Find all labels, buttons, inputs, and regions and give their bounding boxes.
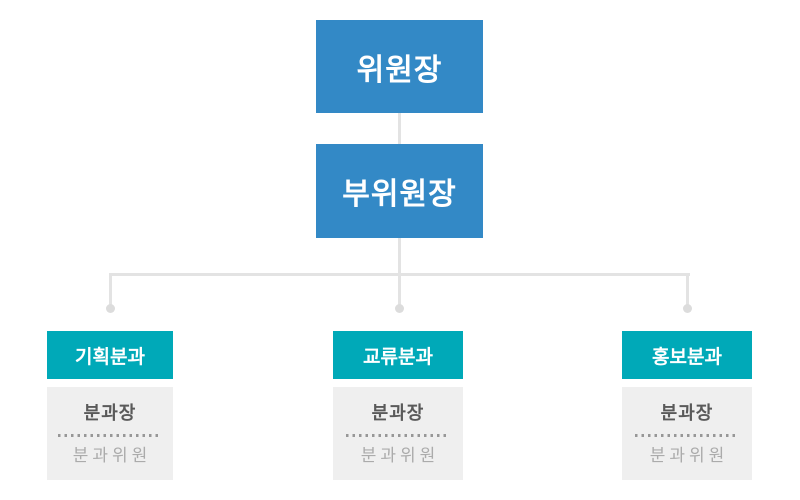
connector-endpoint-dot-right [683,304,692,313]
connector-center-stem [398,238,401,307]
branch-title-planning: 기획분과 [47,331,173,379]
vice-chairman-node: 부위원장 [316,144,483,238]
connector-endpoint-dot-left [106,304,115,313]
connector-drop-right [686,273,689,307]
chairman-label: 위원장 [356,53,443,87]
branch-member-label: 분과위원 [360,445,440,465]
connector-endpoint-dot-center [395,304,404,313]
connector-drop-left [109,273,112,307]
dotted-divider [635,433,739,437]
branch-member-label: 분과위원 [72,445,152,465]
vice-chairman-label: 부위원장 [342,178,457,211]
branch-head-label: 분과장 [660,402,714,423]
branch-member-label: 분과위원 [649,445,729,465]
branch-head-label: 분과장 [371,402,425,423]
dotted-divider [58,433,162,437]
dotted-divider [346,433,450,437]
branch-body-publicity: 분과장 분과위원 [622,387,752,480]
branch-node-exchange: 교류분과 분과장 분과위원 [333,331,463,480]
branch-body-planning: 분과장 분과위원 [47,387,173,480]
branch-body-exchange: 분과장 분과위원 [333,387,463,480]
chairman-node: 위원장 [316,20,483,113]
connector-horizontal-bar [109,273,690,276]
branch-title-publicity: 홍보분과 [622,331,752,379]
branch-title-exchange: 교류분과 [333,331,463,379]
branch-head-label: 분과장 [83,402,137,423]
connector-chairman-vice [398,113,401,144]
branch-node-publicity: 홍보분과 분과장 분과위원 [622,331,752,480]
branch-node-planning: 기획분과 분과장 분과위원 [47,331,173,480]
